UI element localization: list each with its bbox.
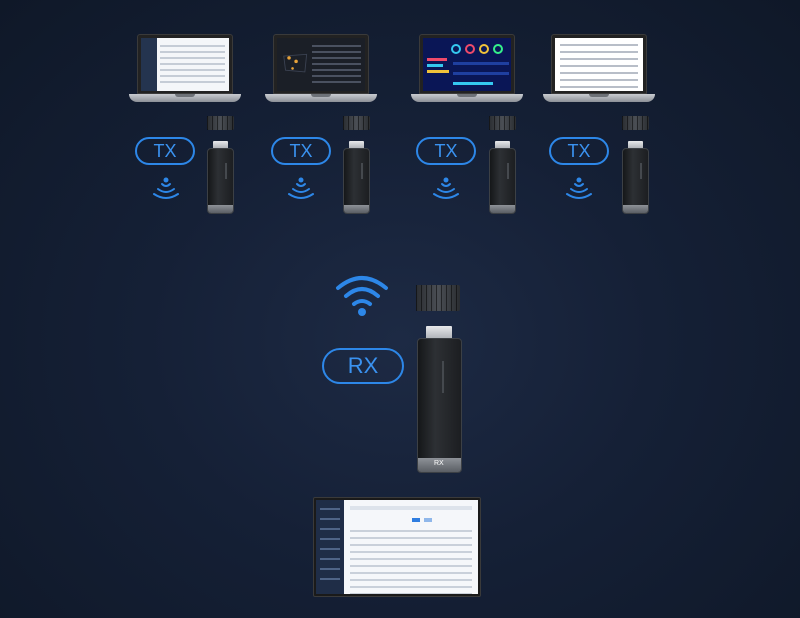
broadcast-icon: [566, 177, 592, 199]
rx-cap-label: RX: [434, 460, 444, 467]
laptop-1-screen: [141, 38, 229, 91]
laptop-2: [265, 34, 377, 110]
laptop-2-screen: [277, 38, 365, 91]
tx-label-2: TX: [271, 137, 331, 165]
monitor-screen: [316, 500, 478, 594]
broadcast-icon: [433, 177, 459, 199]
laptop-1: [129, 34, 241, 110]
laptop-4: [543, 34, 655, 110]
tx-label-3: TX: [416, 137, 476, 165]
rx-label: RX: [322, 348, 404, 384]
wifi-icon: [336, 276, 388, 316]
tx-label-1: TX: [135, 137, 195, 165]
laptop-3: [411, 34, 523, 110]
broadcast-icon: [288, 177, 314, 199]
broadcast-icon: [153, 177, 179, 199]
display-monitor: [313, 497, 481, 597]
laptop-4-screen: [555, 38, 643, 91]
laptop-3-screen: [423, 38, 511, 91]
tx-label-4: TX: [549, 137, 609, 165]
